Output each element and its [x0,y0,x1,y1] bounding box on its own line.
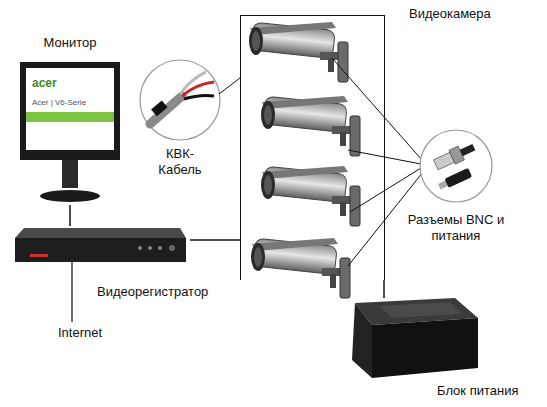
dvr-button [169,245,175,251]
dvr-button [138,246,142,250]
cable-wire [184,95,214,99]
dvr-node: Видеорегистратор [15,226,190,302]
connector-callout: Разъемы BNC и питания [420,130,492,202]
node-label: Монитор [18,35,122,51]
dvr-button [158,246,162,250]
leader-line [350,168,421,212]
wire-connector [190,239,240,241]
leader-line [219,78,240,94]
monitor-neck [62,160,78,188]
screen-band [26,112,114,122]
wire-connector [383,280,385,298]
monitor-bezel [20,62,120,160]
leader-line [332,58,422,160]
dvr-top [15,228,186,238]
bnc-connector [433,140,477,171]
camera [261,96,360,156]
psu-front [372,318,478,378]
dvr-button [148,246,152,250]
brand-logo: acer [32,76,57,90]
node-label: Блок питания [437,383,547,399]
cable-illustration [140,60,240,140]
cameras-illustration [249,22,360,298]
camera [251,238,350,298]
camera-group: Видеокамера [240,15,385,280]
internet-wire [71,262,72,322]
monitor-node: Монитор [18,35,122,205]
cable-jacket [150,96,182,124]
power-supply-node: Блок питания [345,298,480,383]
dvr-logo [30,254,48,257]
camera [249,22,348,82]
wire-connector [69,205,71,226]
cable-callout: КВК-Кабель [140,60,220,140]
dvr-illustration [15,228,186,262]
monitor-base [40,190,100,202]
psu-cover [380,302,462,318]
network-label: Internet [58,326,102,340]
camera [261,166,360,226]
cable-wire [180,72,206,94]
callout-circle [140,60,220,140]
node-label: КВК-Кабель [150,146,210,178]
power-plug [437,168,472,191]
monitor-screen [26,68,114,150]
node-label: Видеокамера [409,6,529,22]
power-supply-illustration [352,298,478,378]
model-name: Acer | V6-Serie [32,96,86,110]
callout-circle [420,130,492,202]
node-label: Видеорегистратор [97,284,237,300]
cable-tag [151,100,168,116]
monitor-illustration [20,62,120,202]
psu-side [352,303,372,378]
dvr-front [15,238,186,262]
node-label: Разъемы BNC и питания [404,212,508,244]
